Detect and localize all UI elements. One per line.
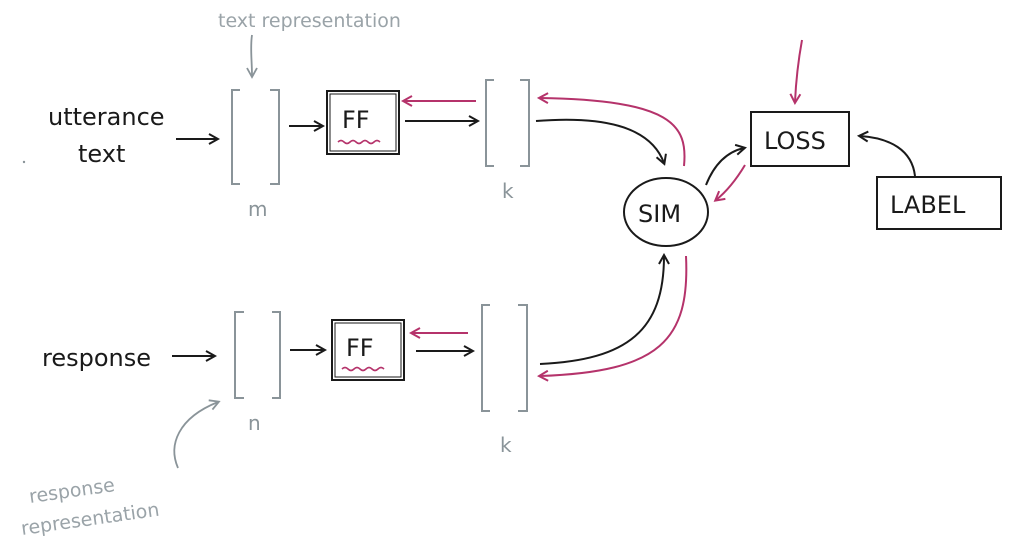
text-representation-label: text representation xyxy=(218,10,401,32)
loss-to-sim-gradient-arrow xyxy=(716,164,746,200)
sim-label: SIM xyxy=(638,200,681,228)
dimension-m-label: m xyxy=(248,197,267,221)
sim-node xyxy=(623,177,709,247)
ff-bottom-label: FF xyxy=(346,334,374,362)
ff-top-wavy-underline xyxy=(337,139,381,145)
dimension-k-bottom-label: k xyxy=(500,433,512,457)
sim-to-vector-k-top-gradient-arrow xyxy=(540,98,686,167)
vector-k-top-to-sim-arrow xyxy=(535,118,664,163)
loss-label: LOSS xyxy=(764,127,826,155)
ff-bottom-wavy-underline xyxy=(341,366,385,372)
sim-to-vector-k-bottom-gradient-arrow xyxy=(540,255,688,376)
utterance-label-line2: text xyxy=(78,140,125,168)
vector-k-top-bracket xyxy=(485,79,530,167)
text-representation-arrow xyxy=(246,34,258,79)
label-box xyxy=(876,176,1002,230)
label-box-text: LABEL xyxy=(890,191,966,219)
response-representation-arrow xyxy=(173,399,221,469)
utterance-label-line1: utterance xyxy=(48,103,165,131)
dimension-n-label: n xyxy=(248,411,261,435)
loss-box xyxy=(750,111,850,167)
response-label: response xyxy=(42,344,151,372)
loss-incoming-gradient-arrow xyxy=(795,39,803,102)
label-to-loss-arrow xyxy=(860,136,916,177)
stray-ink-dot xyxy=(22,160,26,164)
ff-bottom-box: FF xyxy=(331,319,405,381)
vector-n-bracket xyxy=(234,311,281,399)
response-representation-label-line1: response xyxy=(28,474,117,508)
vector-m-bracket xyxy=(231,89,280,185)
ff-top-label: FF xyxy=(342,106,370,134)
vector-k-bottom-bracket xyxy=(481,304,528,412)
sim-to-loss-arrow xyxy=(705,148,744,186)
ff-top-box: FF xyxy=(326,90,400,155)
vector-k-bottom-to-sim-arrow xyxy=(539,256,664,365)
dimension-k-top-label: k xyxy=(502,179,514,203)
